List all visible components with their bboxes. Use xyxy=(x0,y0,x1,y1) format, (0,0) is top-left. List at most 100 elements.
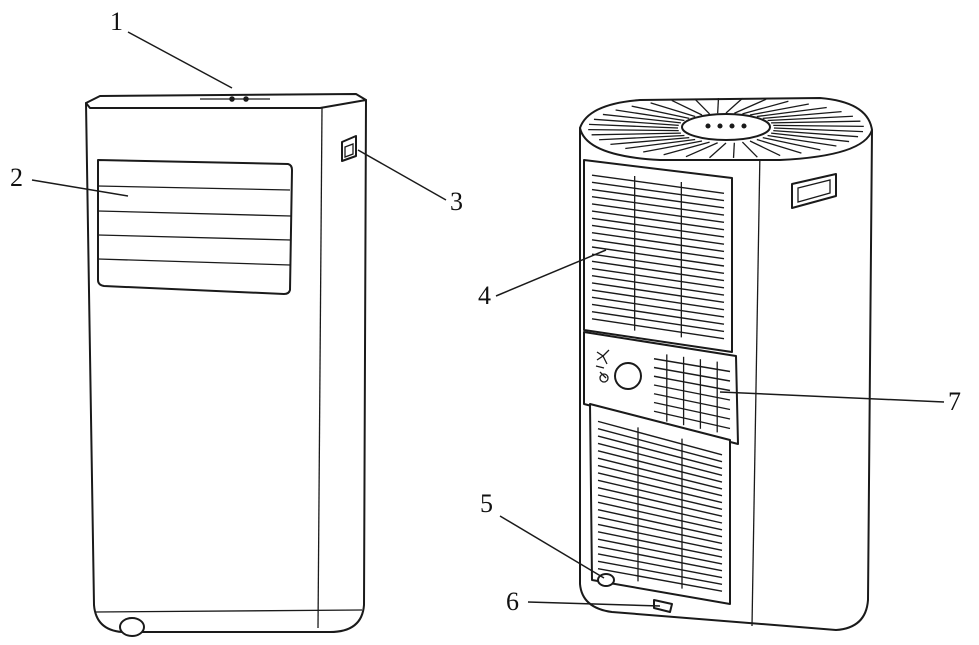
grille-line xyxy=(597,560,723,586)
callout-7: 7 xyxy=(948,387,961,416)
grille-line xyxy=(663,141,710,156)
grille-line xyxy=(671,99,703,116)
grille-line xyxy=(591,210,725,231)
grille-line xyxy=(773,124,864,128)
front-caster-wheel xyxy=(119,617,145,637)
leader-line-6 xyxy=(527,601,661,607)
hub-button xyxy=(705,123,711,129)
leader-lines xyxy=(31,31,945,607)
grille-line xyxy=(741,141,758,158)
front-top-panel xyxy=(85,93,367,109)
front-unit xyxy=(85,93,367,637)
louvre-line xyxy=(97,234,292,241)
grille-line xyxy=(591,246,725,267)
grille-line xyxy=(597,538,723,565)
front-side-handle-grip xyxy=(344,143,354,158)
grille-line xyxy=(591,267,725,289)
grille-line xyxy=(591,310,725,333)
grille-line xyxy=(597,435,723,470)
grille-line xyxy=(749,140,781,157)
leader-line-1 xyxy=(127,31,233,89)
grille-line xyxy=(591,239,725,260)
grille-line xyxy=(597,501,723,531)
grille-line xyxy=(597,516,723,545)
rear-top-control-hub xyxy=(681,113,771,141)
hub-button xyxy=(741,123,747,129)
grille-line xyxy=(771,120,861,124)
grille-line xyxy=(597,464,723,497)
callout-4: 4 xyxy=(478,281,491,310)
grille-line xyxy=(591,275,725,296)
grille-line xyxy=(742,100,789,115)
grille-line xyxy=(762,137,821,151)
grille-line xyxy=(591,303,725,325)
grille-line xyxy=(762,110,842,120)
leader-line-4 xyxy=(495,249,607,297)
grille-line xyxy=(685,142,718,158)
grille-line xyxy=(773,127,864,133)
grille-line xyxy=(597,494,723,524)
grille-line xyxy=(773,129,859,138)
grille-line xyxy=(591,318,725,340)
leader-line-3 xyxy=(357,149,447,201)
grille-line xyxy=(597,450,723,483)
lower-filter-frame xyxy=(589,403,731,605)
grille-line xyxy=(591,282,725,304)
rear-unit xyxy=(579,97,873,631)
grille-line xyxy=(591,260,725,282)
upper-filter-grille xyxy=(591,174,725,340)
hub-button xyxy=(717,123,723,129)
callout-1: 1 xyxy=(110,7,123,36)
grille-line xyxy=(734,98,767,114)
grille-line xyxy=(591,224,725,245)
grille-line xyxy=(725,97,743,114)
rear-side-handle xyxy=(791,173,837,209)
callout-labels: 1 2 3 4 5 6 7 xyxy=(10,7,961,616)
grille-line xyxy=(597,486,723,517)
grille-line xyxy=(591,203,725,224)
grille-line xyxy=(591,132,681,136)
grille-line xyxy=(588,123,679,129)
louvre-line xyxy=(97,210,292,217)
grille-line xyxy=(597,567,723,592)
grille-line xyxy=(625,138,696,150)
grille-line xyxy=(591,181,725,202)
exhaust-outlet-grille xyxy=(653,354,731,433)
rear-top-fan-grille xyxy=(588,97,864,159)
grille-line xyxy=(650,102,696,118)
grille-line xyxy=(709,142,727,159)
grille-line xyxy=(749,103,809,116)
front-louvre-frame xyxy=(97,159,293,295)
grille-line xyxy=(588,128,679,132)
grille-line xyxy=(717,98,720,114)
front-top-button xyxy=(243,96,249,102)
lower-filter-grille xyxy=(597,420,723,592)
leader-line-2 xyxy=(31,179,129,197)
grille-line xyxy=(643,140,703,153)
front-unit-side-edge xyxy=(317,107,323,629)
front-top-button xyxy=(229,96,235,102)
louvre-line xyxy=(97,185,291,191)
grille-line xyxy=(610,136,690,146)
exhaust-knob xyxy=(614,362,642,390)
grille-line xyxy=(591,253,725,274)
rear-unit-side-edge xyxy=(751,149,761,627)
grille-line xyxy=(597,472,723,504)
grille-line xyxy=(771,132,850,143)
grille-line xyxy=(767,115,853,122)
callout-5: 5 xyxy=(480,489,493,518)
callout-2: 2 xyxy=(10,163,23,192)
grille-line xyxy=(597,523,723,551)
grille-line xyxy=(756,106,827,118)
exhaust-panel xyxy=(583,331,739,445)
leader-line-5 xyxy=(499,515,605,579)
grille-line xyxy=(591,296,725,318)
louvre-line xyxy=(97,258,291,266)
grille-line xyxy=(593,118,679,127)
grille-line xyxy=(597,509,723,538)
grille-line xyxy=(591,174,725,194)
grille-line xyxy=(597,457,723,490)
grille-line xyxy=(602,113,681,124)
grille-line xyxy=(756,138,802,154)
